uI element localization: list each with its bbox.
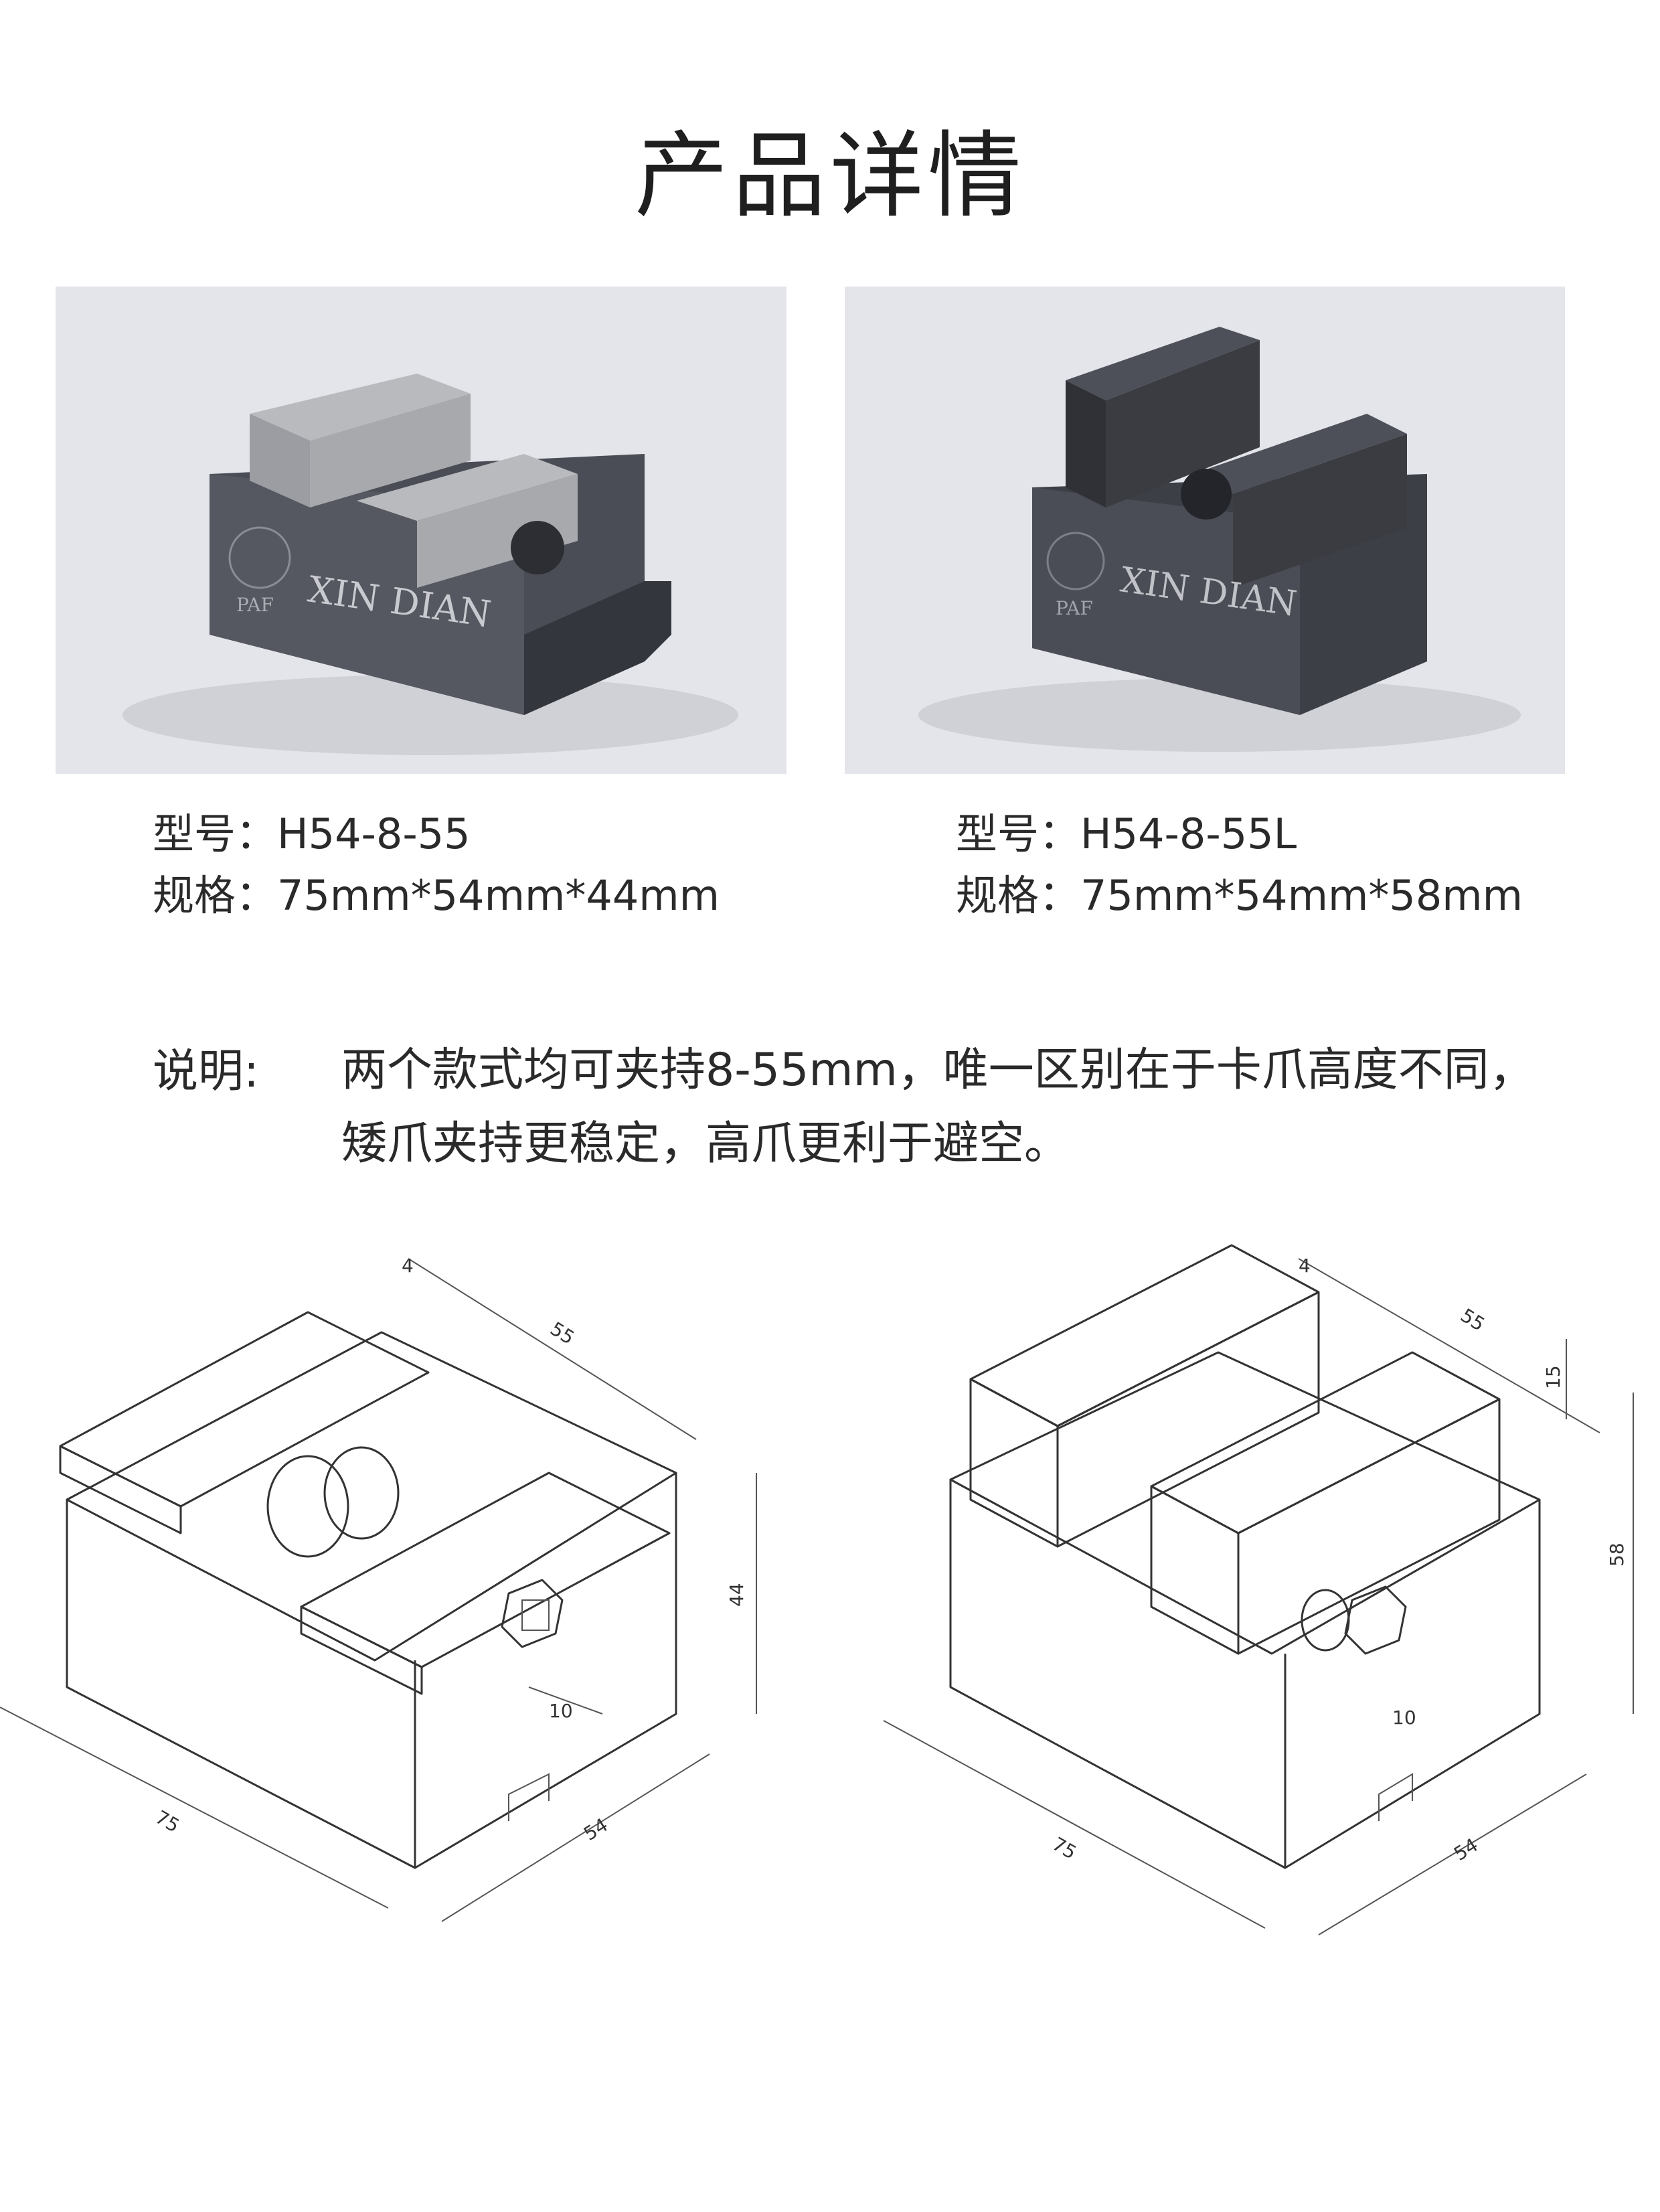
dim-length: 75 [152, 1806, 183, 1836]
note-text: 两个款式均可夹持8-55mm，唯一区别在于卡爪高度不同， 矮爪夹持更稳定，高爪更… [341, 1034, 1586, 1181]
spec-block-h54-8-55l: 型号：H54-8-55L 规格：75mm*54mm*58mm [956, 803, 1523, 927]
dim-length: 75 [1049, 1832, 1080, 1863]
page-title: 产品详情 [634, 122, 1025, 231]
model-label: 型号：H54-8-55 [153, 809, 471, 858]
dim-top: 4 [402, 1255, 414, 1277]
note-label: 说明: [153, 1045, 259, 1098]
note-line-1: 两个款式均可夹持8-55mm，唯一区别在于卡爪高度不同， [341, 1044, 1535, 1097]
product-photo-h54-8-55l: XIN DIAN PAF [845, 287, 1565, 774]
dim-depth: 54 [1450, 1834, 1482, 1865]
size-label: 规格：75mm*54mm*44mm [153, 871, 720, 920]
dim-height: 58 [1606, 1543, 1628, 1567]
dim-jaw: 15 [1542, 1365, 1564, 1389]
logo-text: PAF [236, 594, 274, 616]
dim-hex: 10 [1392, 1707, 1416, 1729]
technical-drawing-h54-8-55l: 55 75 54 58 15 10 4 [857, 1218, 1660, 2022]
dim-width: 55 [546, 1318, 578, 1349]
logo-text: PAF [1056, 597, 1093, 619]
spec-block-h54-8-55: 型号：H54-8-55 规格：75mm*54mm*44mm [153, 803, 720, 927]
product-photo-h54-8-55: XIN DIAN PAF [56, 287, 786, 774]
dim-hex: 10 [549, 1700, 573, 1722]
dim-width: 55 [1457, 1304, 1489, 1336]
technical-drawing-h54-8-55: 55 75 54 44 10 4 [0, 1218, 776, 2022]
dim-height: 44 [726, 1583, 748, 1607]
model-label: 型号：H54-8-55L [956, 809, 1297, 858]
note-line-2: 矮爪夹持更稳定，高爪更利于避空。 [341, 1117, 1070, 1170]
dim-top: 4 [1299, 1255, 1311, 1277]
size-label: 规格：75mm*54mm*58mm [956, 871, 1523, 920]
